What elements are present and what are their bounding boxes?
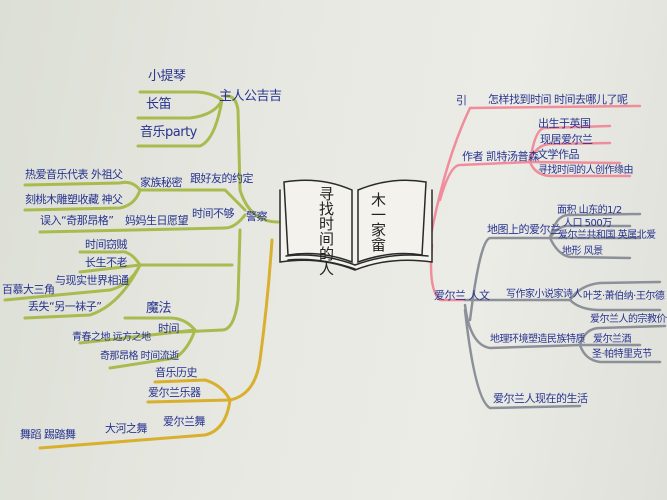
node-lost-sock: 丢失“另一袜子” (28, 300, 102, 313)
node-religion: 爱尔兰人的宗教价值观 (590, 314, 667, 325)
node-lives-ireland: 现居爱尔兰 (540, 133, 593, 146)
node-time-thief: 时间窃贼 (85, 238, 128, 251)
yellow-branches (38, 238, 274, 450)
node-intro-text: 怎样找到时间 时间去哪儿了呢 (488, 93, 628, 106)
node-bermuda: 百慕大三角 (2, 283, 55, 296)
node-map: 地图上的爱尔兰 (487, 223, 561, 236)
node-not-enough-time: 时间不够 (192, 207, 235, 220)
node-born-uk: 出生于英国 (538, 117, 591, 130)
node-birthday-wish: 妈妈生日愿望 (125, 214, 189, 227)
node-tap-dance: 舞蹈 踢踏舞 (20, 428, 76, 441)
node-writers: 写作家小说家诗人 (506, 289, 583, 300)
node-music-party: 音乐party (140, 125, 197, 140)
node-republic: 爱尔兰共和国 英属北爱 (558, 230, 656, 241)
node-population: 人口 500万 (563, 218, 612, 229)
pink-branches (428, 104, 642, 302)
node-works: 文学作品 (537, 148, 580, 161)
node-riverdance: 大河之舞 (105, 422, 148, 435)
gray-branches (463, 212, 667, 410)
node-geo: 地理环境塑造民族特质 (490, 334, 586, 345)
node-culture: 爱尔兰 人文 (434, 289, 490, 302)
node-magic: 魔法 (146, 301, 172, 316)
node-terrain: 地形 风景 (562, 246, 603, 257)
node-enter-tirnanog: 误入“奇那昂格” (40, 214, 114, 227)
node-promise: 跟好友的约定 (190, 172, 254, 185)
node-protagonist: 主人公吉吉 (219, 89, 282, 104)
node-immortal: 长生不老 (85, 256, 128, 269)
node-youth-land: 青春之地 远方之地 (72, 332, 151, 343)
book-author: 木一家畲 (369, 192, 387, 252)
open-book-drawing (279, 179, 433, 271)
node-modern-life: 爱尔兰人现在的生活 (493, 392, 588, 405)
node-area: 面积 山东的1/2 (557, 205, 622, 216)
node-time: 时间 (158, 322, 180, 335)
node-connected-world: 与现实世界相通 (55, 274, 129, 287)
node-family-secret: 家族秘密 (140, 176, 183, 189)
node-priest: 刻桃木雕塑收藏 神父 (25, 193, 123, 206)
node-grandfather: 热爱音乐代表 外祖父 (25, 168, 123, 181)
node-writer-names: 叶芝·萧伯纳·王尔德 (583, 291, 665, 302)
node-origin: 寻找时间的人创作缘由 (538, 165, 634, 176)
node-st-patrick: 圣·帕特里克节 (592, 349, 652, 360)
node-irish-wine: 爱尔兰酒 (593, 334, 632, 345)
node-irish-instruments: 爱尔兰乐器 (148, 386, 201, 399)
node-music-history: 音乐历史 (155, 366, 198, 379)
green-branches (3, 90, 280, 370)
node-author: 作者 凯特汤普森 (462, 150, 539, 163)
node-irish-dance: 爱尔兰舞 (163, 415, 206, 428)
node-flute: 长笛 (146, 97, 172, 112)
node-intro: 引 (456, 94, 467, 107)
node-violin: 小提琴 (148, 69, 186, 84)
book-title: 寻找时间的人 (317, 186, 335, 276)
node-plot: 警察 (246, 210, 268, 223)
node-tirnanog-time: 奇那昂格 时间流逝 (100, 351, 179, 362)
